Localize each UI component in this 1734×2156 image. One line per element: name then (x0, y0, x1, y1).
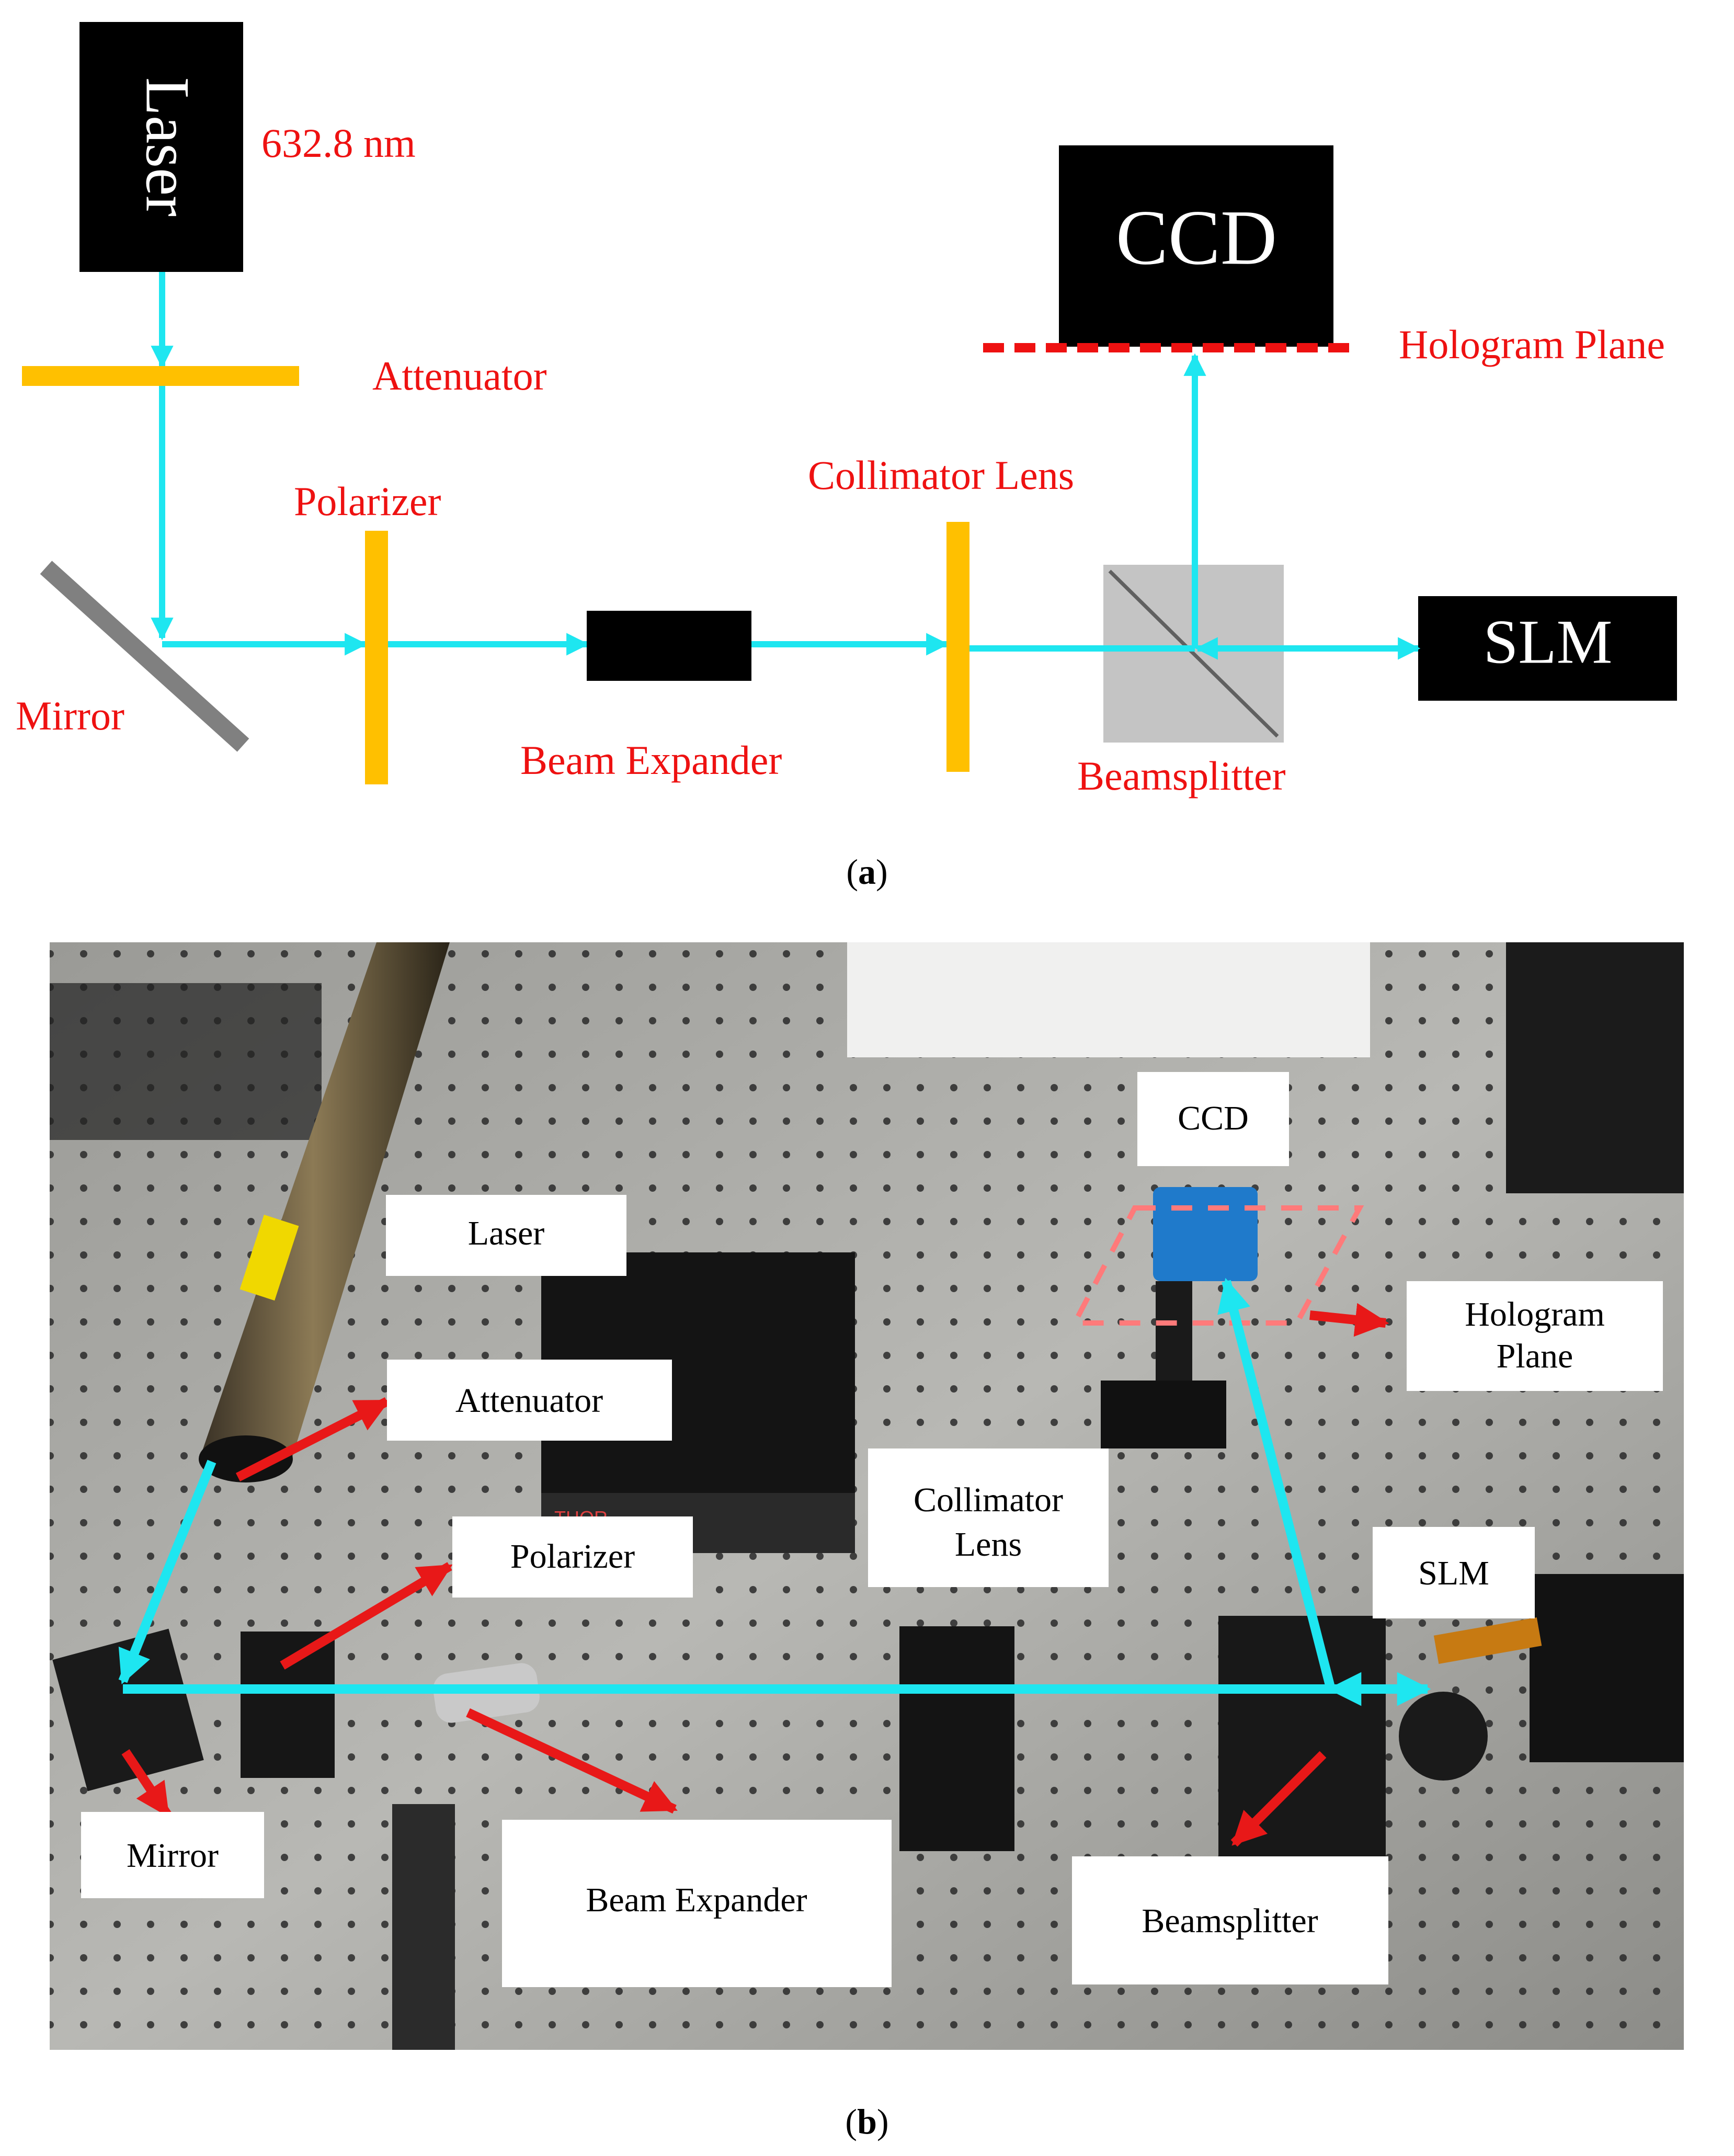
photo-ccd-text: CCD (1178, 1099, 1249, 1137)
hologram-plane-dashed (1070, 1205, 1364, 1326)
caption-b: (b) (845, 2102, 888, 2141)
wavelength-label: 632.8 nm (261, 120, 416, 166)
panel-a-schematic: Laser 632.8 nm Attenuator Mirror Polariz… (16, 22, 1677, 892)
mirror-label: Mirror (16, 693, 124, 738)
photo-laser-text: Laser (468, 1214, 545, 1252)
collimator-mount (899, 1626, 1014, 1851)
beamsplitter-diagonal (1108, 569, 1279, 738)
slm-block (1418, 596, 1677, 701)
photo-slm-text: SLM (1418, 1554, 1489, 1592)
slm-device (1530, 1574, 1684, 1762)
photo-label-hologram: Hologram Plane (1407, 1281, 1663, 1391)
photo-label-ccd: CCD (1137, 1072, 1289, 1166)
photo-hologram-text-2: Plane (1497, 1337, 1573, 1375)
photo-label-laser: Laser (386, 1195, 626, 1276)
photo-label-beam-expander: Beam Expander (502, 1820, 892, 1987)
photo-collimator-text-1: Collimator (914, 1481, 1063, 1519)
ccd-post-base (1101, 1381, 1226, 1448)
laser-block: Laser (79, 22, 243, 272)
beamsplitter-label: Beamsplitter (1077, 753, 1286, 798)
photo-mirror-text: Mirror (127, 1836, 219, 1875)
photo-beam-expander-text: Beam Expander (586, 1881, 807, 1919)
laser-label: Laser (133, 77, 202, 216)
slm-mount (1399, 1692, 1488, 1781)
photo-collimator-text-2: Lens (955, 1525, 1022, 1564)
slm-label: SLM (1484, 607, 1613, 677)
photo-label-beamsplitter: Beamsplitter (1072, 1856, 1388, 1984)
photo-polarizer-text: Polarizer (510, 1537, 635, 1576)
collimator-lens-optic (946, 522, 969, 772)
photo-hologram-text-1: Hologram (1465, 1295, 1605, 1333)
ccd-block (1059, 145, 1333, 347)
slm-ribbon (1433, 1617, 1542, 1664)
attenuator-label: Attenuator (372, 353, 547, 398)
photo-beam-path (118, 1277, 1431, 1706)
ccd-camera-body (1153, 1187, 1258, 1281)
photo-attenuator-text: Attenuator (455, 1382, 603, 1420)
monitor-shape (1506, 942, 1684, 1193)
photo-label-attenuator: Attenuator (387, 1360, 672, 1441)
polarizer-mount (241, 1632, 335, 1778)
photo-pointer-arrows (121, 1303, 1389, 1847)
cables-cluster (50, 983, 322, 1140)
photo-label-collimator: Collimator Lens (868, 1448, 1109, 1587)
caption-a: (a) (846, 852, 887, 892)
beamsplitter-mount (1218, 1616, 1386, 1862)
rail (392, 1804, 455, 2050)
beam-expander-block (587, 611, 751, 681)
photo-beamsplitter-text: Beamsplitter (1142, 1902, 1318, 1940)
window-panel (847, 942, 1370, 1057)
attenuator-optic (22, 366, 299, 386)
photo-label-slm: SLM (1373, 1527, 1535, 1618)
panel-b-photograph: THOR (50, 942, 1684, 2141)
photo-label-mirror: Mirror (81, 1812, 264, 1898)
photo-label-polarizer: Polarizer (452, 1516, 693, 1598)
mirror-optic (40, 561, 249, 752)
ccd-label: CCD (1116, 194, 1277, 281)
beam-expander-label: Beam Expander (520, 737, 782, 783)
laser-tube (199, 942, 450, 1482)
polarizer-optic (365, 531, 388, 784)
polarizer-label: Polarizer (294, 478, 441, 524)
collimator-lens-label: Collimator Lens (808, 452, 1074, 498)
mirror-mount (52, 1628, 204, 1792)
hologram-plane-label: Hologram Plane (1399, 322, 1665, 367)
